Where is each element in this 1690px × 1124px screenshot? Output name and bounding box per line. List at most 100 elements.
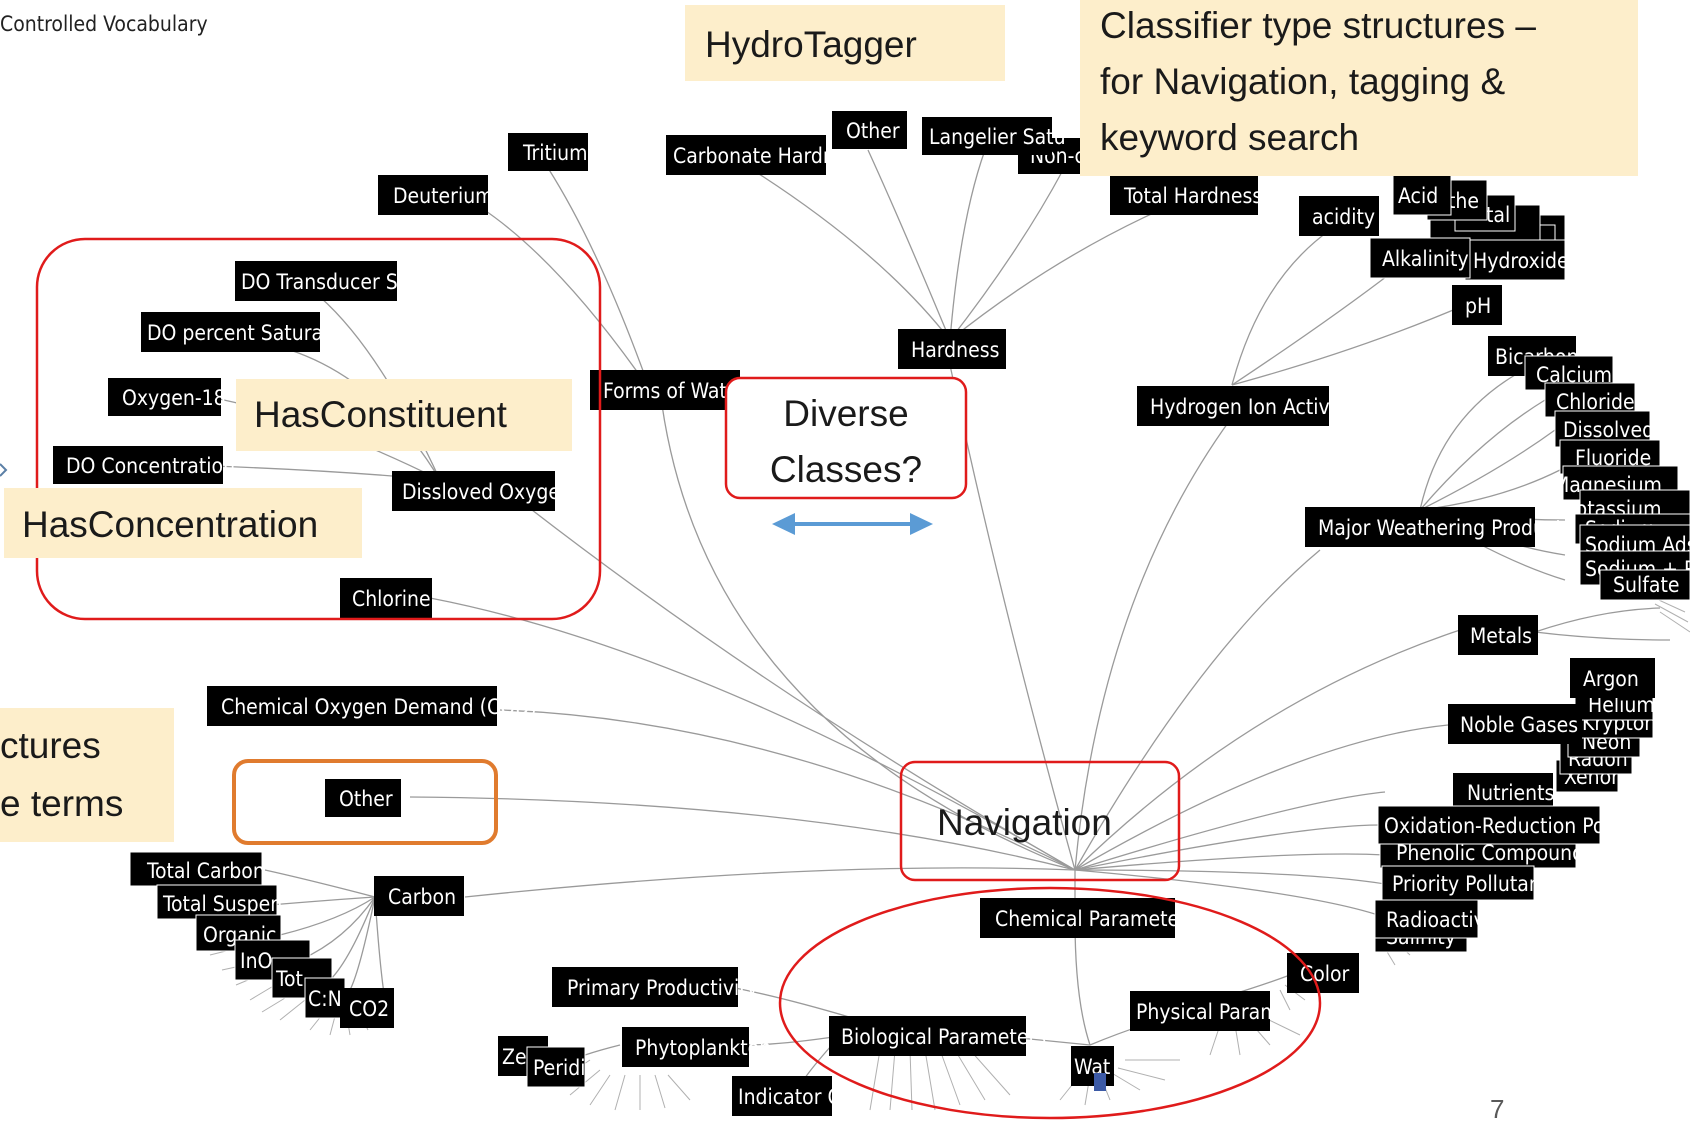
tree-nodes: Tritium Deuterium DO Transducer Sig DO p… (53, 111, 1690, 1116)
node-tritium[interactable]: Tritium (508, 133, 588, 171)
callout-hydrotagger: HydroTagger (685, 5, 1005, 81)
svg-text:Dissloved Oxygen: Dissloved Oxygen (402, 480, 572, 504)
node-total-carbon[interactable]: Total Carbon (129, 851, 265, 887)
node-nutrients[interactable]: Nutrients (1453, 773, 1554, 811)
svg-text:tal: tal (1486, 203, 1510, 227)
node-peridi[interactable]: Peridi (526, 1046, 586, 1088)
node-acidity[interactable]: acidity (1299, 196, 1379, 236)
node-physical-parameters[interactable]: Physical Parame (1130, 991, 1290, 1031)
tree-edges (209, 149, 1671, 1096)
node-ph[interactable]: pH (1452, 285, 1502, 325)
node-other-left[interactable]: Other (325, 779, 401, 817)
node-do-concentration[interactable]: DO Concentration (53, 446, 235, 484)
page-number: 7 (1490, 1094, 1504, 1124)
node-acid[interactable]: Acid (1392, 174, 1452, 216)
svg-text:Metals: Metals (1470, 624, 1532, 648)
svg-text:HydroTagger: HydroTagger (705, 24, 917, 65)
annotation-outlines (35, 237, 1322, 1120)
svg-text:DO Concentration: DO Concentration (66, 454, 235, 478)
svg-text:Hardness: Hardness (911, 338, 999, 362)
node-primary-productivity[interactable]: Primary Productivity (552, 967, 758, 1007)
node-dissolved-oxygen[interactable]: Dissloved Oxygen (392, 471, 572, 511)
double-arrow-icon (772, 513, 933, 535)
callout-diverse-classes: Diverse Classes? (724, 376, 968, 500)
node-forms-of-water[interactable]: Forms of Water (590, 370, 746, 410)
svg-text:e terms: e terms (0, 783, 123, 824)
node-major-weathering[interactable]: Major Weathering Products (1305, 507, 1573, 547)
svg-text:Acid: Acid (1398, 184, 1438, 208)
svg-text:Carbon: Carbon (388, 885, 456, 909)
node-orp[interactable]: Oxidation-Reduction Potenti (1377, 805, 1648, 845)
node-alkalinity[interactable]: Alkalinity (1369, 237, 1471, 279)
svg-text:Total Suspen: Total Suspen (162, 892, 282, 916)
header-title: Controlled Vocabulary (0, 12, 208, 36)
node-cod[interactable]: Chemical Oxygen Demand (COD) (207, 686, 537, 726)
node-chlorine[interactable]: Chlorine (340, 578, 432, 618)
node-total-suspen[interactable]: Total Suspen (156, 884, 282, 920)
svg-text:pH: pH (1465, 294, 1491, 318)
svg-text:Carbonate Hardne: Carbonate Hardne (673, 144, 846, 168)
node-other-top[interactable]: Other (832, 111, 907, 149)
svg-text:Phenolic Compounds: Phenolic Compounds (1396, 841, 1594, 865)
node-sulfate[interactable]: Sulfate (1599, 569, 1690, 601)
node-hardness[interactable]: Hardness (898, 329, 1006, 369)
callout-structures: ctures e terms (0, 708, 174, 842)
svg-text:Radioactiv: Radioactiv (1386, 908, 1485, 932)
left-edge-arrow-icon (0, 463, 8, 477)
svg-text:Forms of Water: Forms of Water (603, 379, 746, 403)
callout-classifier: Classifier type structures – for Navigat… (1080, 0, 1638, 176)
svg-text:the: the (1448, 189, 1479, 213)
svg-text:Classifier type structures –: Classifier type structures – (1100, 5, 1536, 46)
node-noble-gases[interactable]: Noble Gases (1448, 704, 1582, 744)
svg-text:Indicator O: Indicator O (738, 1085, 842, 1109)
node-argon[interactable]: Argon (1570, 658, 1655, 698)
node-langelier[interactable]: Langelier Satu (922, 117, 1066, 155)
svg-text:Classes?: Classes? (770, 449, 922, 490)
red-box-left-cluster (35, 237, 602, 621)
svg-text:Nutrients: Nutrients (1467, 781, 1554, 805)
node-indicator[interactable]: Indicator O (732, 1076, 842, 1116)
svg-text:Langelier Satu: Langelier Satu (929, 125, 1066, 149)
svg-text:Sulfate: Sulfate (1613, 573, 1679, 597)
svg-text:Tritium: Tritium (522, 141, 588, 165)
node-carbonate-hardness[interactable]: Carbonate Hardne (666, 135, 846, 175)
svg-text:acidity: acidity (1312, 205, 1375, 229)
svg-text:Hydroxide: Hydroxide (1473, 249, 1569, 273)
svg-text:HasConstituent: HasConstituent (254, 394, 508, 435)
node-radioactiv[interactable]: Radioactiv (1374, 899, 1485, 939)
svg-text:Major Weathering Products: Major Weathering Products (1318, 516, 1573, 540)
orange-box-other (232, 759, 498, 845)
svg-text:Total Hardness: Total Hardness (1123, 184, 1262, 208)
svg-text:for Navigation, tagging &: for Navigation, tagging & (1100, 61, 1506, 102)
node-carbon[interactable]: Carbon (374, 876, 464, 916)
node-hydroxide[interactable]: Hydroxide (1464, 239, 1569, 281)
node-hydrogen-ion[interactable]: Hydrogen Ion Activity (1137, 386, 1354, 426)
svg-text:Argon: Argon (1583, 667, 1639, 691)
node-wat[interactable]: Wat (1071, 1046, 1114, 1091)
red-ellipse-parameters (778, 886, 1322, 1120)
node-total-hardness[interactable]: Total Hardness (1110, 175, 1262, 215)
svg-text:Dissolved: Dissolved (1563, 418, 1654, 442)
node-phytoplankton[interactable]: Phytoplankton (622, 1027, 771, 1067)
node-chemical-parameters[interactable]: Chemical Parameters (980, 898, 1197, 938)
node-priority[interactable]: Priority Pollutants (1381, 865, 1558, 901)
svg-text:Peridi: Peridi (533, 1056, 586, 1080)
node-cn[interactable]: C:N (304, 977, 346, 1019)
svg-text:C:N: C:N (308, 987, 342, 1011)
node-oxygen18[interactable]: Oxygen-18 (108, 378, 226, 416)
svg-text:Hydrogen Ion Activity: Hydrogen Ion Activity (1150, 395, 1354, 419)
svg-text:Oxygen-18: Oxygen-18 (122, 386, 226, 410)
node-biological-parameters[interactable]: Biological Parameters (829, 1016, 1046, 1056)
callout-has-constituent: HasConstituent (236, 379, 572, 451)
svg-text:Chemical Parameters: Chemical Parameters (995, 907, 1197, 931)
node-do-percent[interactable]: DO percent Saturatio (141, 312, 347, 352)
node-do-transducer[interactable]: DO Transducer Sig (235, 261, 415, 301)
node-metals[interactable]: Metals (1458, 615, 1538, 655)
svg-text:ctures: ctures (0, 725, 101, 766)
node-co2[interactable]: CO2 (340, 988, 394, 1028)
node-deuterium[interactable]: Deuterium (378, 175, 494, 215)
svg-text:Chloride: Chloride (1556, 390, 1635, 414)
callout-navigation: Navigation (899, 760, 1181, 882)
svg-text:Alkalinity: Alkalinity (1382, 247, 1469, 271)
